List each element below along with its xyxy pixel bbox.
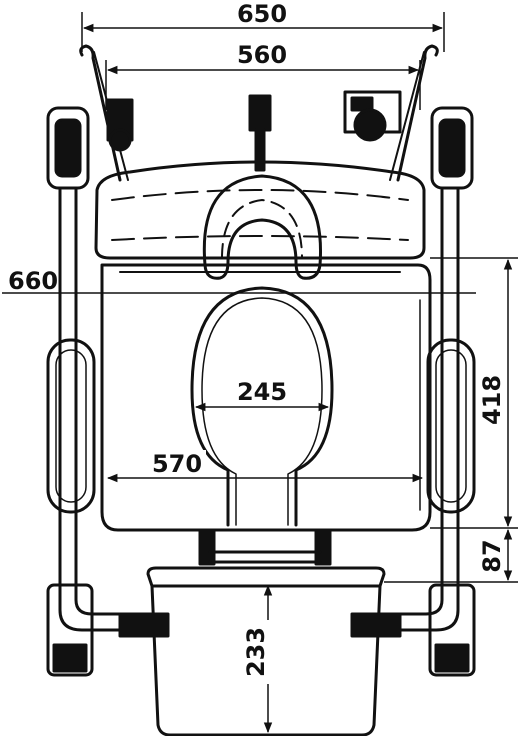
dim-label-87: 87 bbox=[478, 539, 506, 572]
dim-label-233: 233 bbox=[242, 627, 270, 677]
dim-label-660: 660 bbox=[8, 267, 58, 295]
top-brackets bbox=[106, 90, 402, 172]
dim-label-650: 650 bbox=[237, 0, 287, 28]
dimension-labels: 650 560 660 245 570 418 87 233 bbox=[8, 0, 506, 684]
dim-label-560: 560 bbox=[237, 41, 287, 69]
bucket bbox=[146, 566, 386, 736]
chair-drawing bbox=[46, 44, 476, 736]
bucket-holder bbox=[198, 528, 332, 566]
footrests bbox=[58, 558, 460, 638]
front-casters bbox=[46, 583, 476, 677]
dim-label-418: 418 bbox=[478, 375, 506, 425]
dim-label-570: 570 bbox=[152, 450, 202, 478]
seat-opening bbox=[190, 286, 334, 527]
armrests bbox=[46, 338, 476, 514]
dimension-lines bbox=[2, 12, 518, 734]
dim-label-245: 245 bbox=[237, 378, 287, 406]
backrest bbox=[94, 160, 426, 260]
side-frames bbox=[46, 106, 474, 562]
headrest bbox=[202, 174, 323, 280]
